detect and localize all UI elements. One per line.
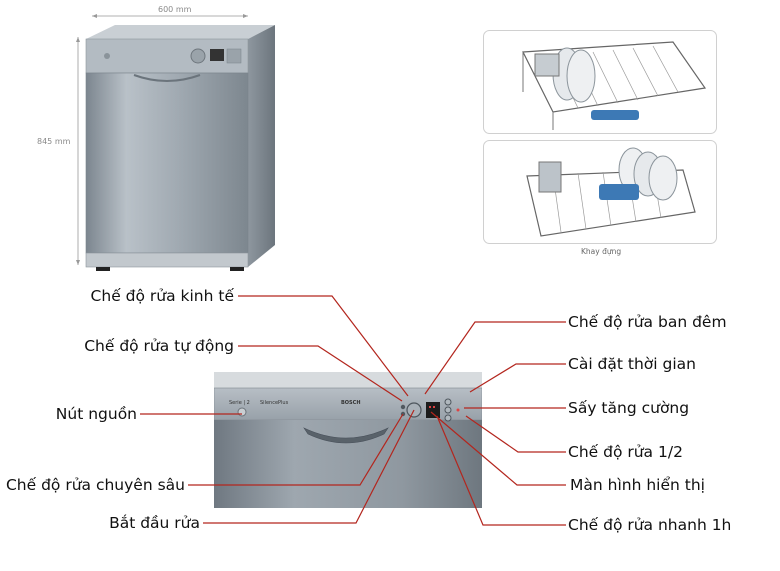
dishwasher-front-illustration xyxy=(76,14,275,271)
panel-brand-label: BOSCH xyxy=(341,400,361,406)
leader-line-timer xyxy=(469,363,566,393)
callout-eco-wash: Chế độ rửa kinh tế xyxy=(90,287,234,305)
lower-rack-illustration xyxy=(483,140,717,244)
leader-line-auto xyxy=(238,345,403,402)
callout-extra-dry: Sấy tăng cường xyxy=(568,399,690,417)
control-panel-illustration xyxy=(214,372,482,508)
callout-auto-wash: Chế độ rửa tự động xyxy=(84,337,234,355)
panel-silence-label: SilencePlus xyxy=(260,400,289,406)
callout-display-screen: Màn hình hiển thị xyxy=(570,476,705,494)
callout-timer-setting: Cài đặt thời gian xyxy=(568,355,696,373)
upper-rack-illustration xyxy=(483,30,717,134)
callout-power-button: Nút nguồn xyxy=(55,405,137,423)
panel-series-label: Serie | 2 xyxy=(229,400,250,406)
callout-intensive-wash: Chế độ rửa chuyên sâu xyxy=(5,476,185,494)
leader-line-display xyxy=(430,411,566,486)
leader-line-start xyxy=(203,409,415,524)
leader-line-eco xyxy=(238,295,409,397)
callout-start-wash: Bắt đầu rửa xyxy=(109,514,200,532)
callout-half-load: Chế độ rửa 1/2 xyxy=(568,443,683,461)
leader-line-half xyxy=(465,415,566,453)
width-dimension-label: 600 mm xyxy=(158,5,192,14)
callout-quick-wash: Chế độ rửa nhanh 1h xyxy=(568,516,732,534)
height-dimension-label: 845 mm xyxy=(37,137,71,146)
rack-caption: Khay đựng xyxy=(581,247,622,256)
leader-line-night xyxy=(424,321,566,395)
callout-night-wash: Chế độ rửa ban đêm xyxy=(568,313,727,331)
leader-line-intensive xyxy=(188,413,404,486)
leader-line-quick xyxy=(436,415,566,526)
